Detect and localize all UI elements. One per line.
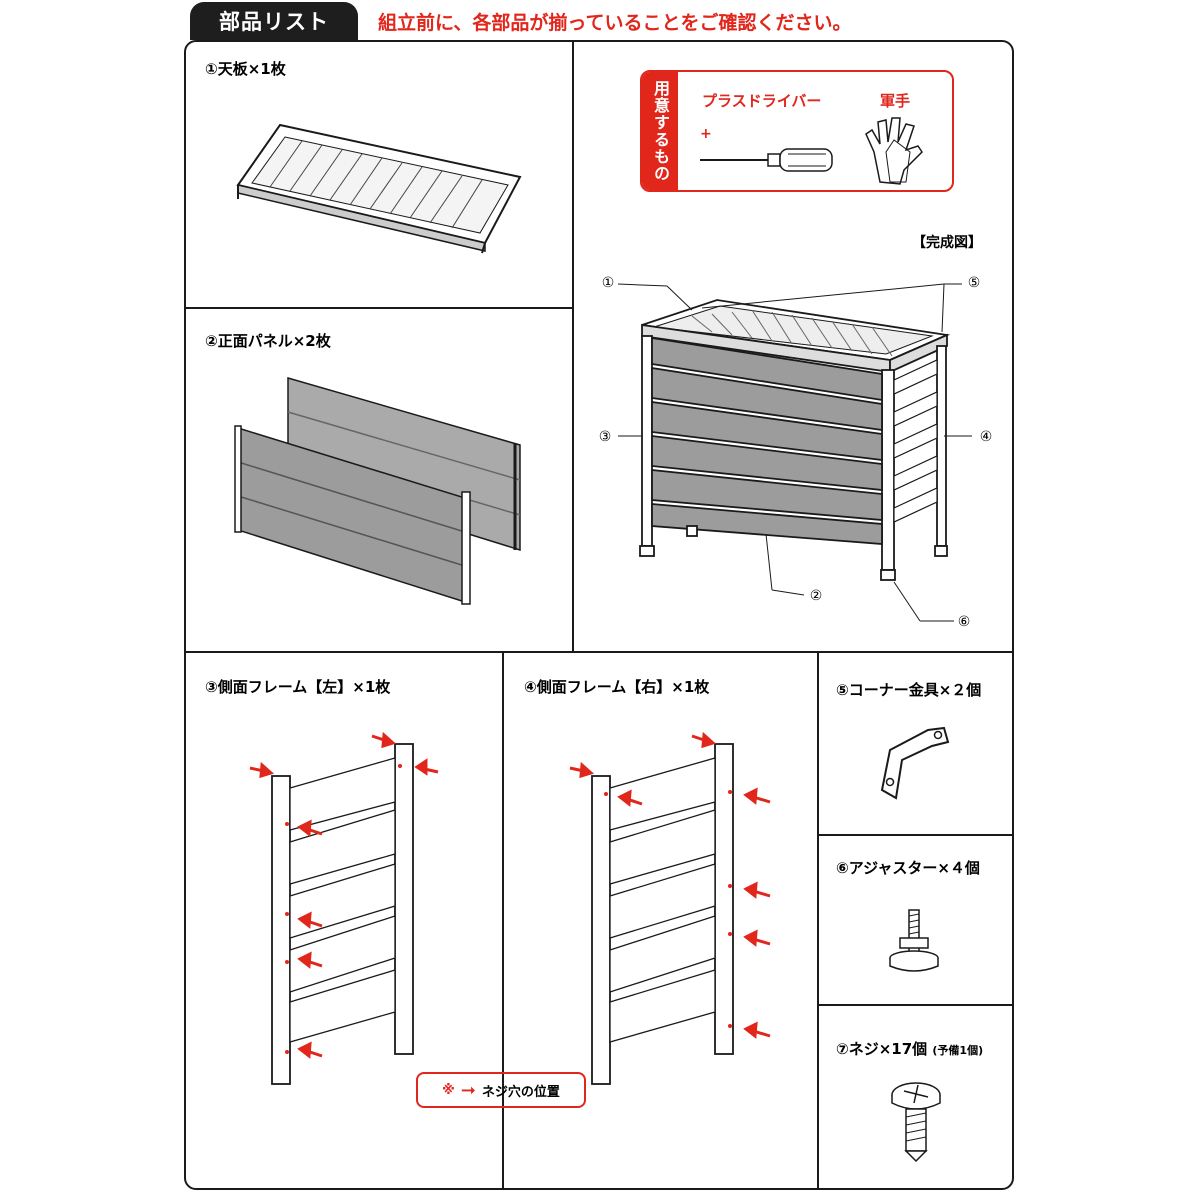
part7-spare-note: (予備1個) (932, 1044, 984, 1057)
part4-label: ④側面フレーム【右】×1枚 (524, 678, 710, 696)
plus-symbol: + (700, 126, 712, 142)
part1-label: ①天板×1枚 (205, 60, 286, 78)
callout-1: ① (601, 275, 615, 291)
right-side-frame-illustration (569, 731, 771, 1085)
top-board-illustration (236, 123, 522, 254)
callout-4: ④ (979, 429, 993, 445)
part5-label: ⑤コーナー金具×２個 (836, 681, 982, 699)
part6-label: ⑥アジャスター×４個 (836, 859, 980, 877)
screw-hole-legend: ※ ➞ ネジ穴の位置 (416, 1072, 586, 1108)
callout-6: ⑥ (957, 614, 971, 630)
red-arrow-icon: ➞ (460, 1079, 476, 1101)
assembly-illustration (617, 283, 972, 622)
completed-figure-title: 【完成図】 (912, 235, 982, 251)
screwdriver-icon (700, 148, 833, 172)
callout-5: ⑤ (967, 275, 981, 291)
tools-needed-label: 用意するもの (642, 72, 678, 190)
screwdriver-label: プラスドライバー (702, 92, 822, 110)
callout-3: ③ (598, 429, 612, 445)
legend-mark: ※ (442, 1082, 455, 1098)
parts-list-tab: 部品リスト (190, 2, 358, 40)
tools-needed-box: 用意するもの (640, 70, 954, 192)
part3-label: ③側面フレーム【左】×1枚 (205, 678, 391, 696)
corner-bracket-icon (880, 726, 950, 800)
part7-label: ⑦ネジ×17個 (予備1個) (836, 1038, 983, 1059)
glove-icon (865, 117, 923, 185)
adjuster-icon (889, 909, 939, 972)
gloves-label: 軍手 (880, 92, 911, 110)
left-side-frame-illustration (249, 731, 439, 1085)
front-panels-illustration (234, 377, 521, 605)
screw-icon (891, 1082, 941, 1163)
parts-frame (184, 40, 1014, 1190)
header-note: 組立前に、各部品が揃っていることをご確認ください。 (378, 12, 852, 34)
callout-2: ② (809, 588, 823, 604)
part7-text: ⑦ネジ×17個 (836, 1040, 928, 1058)
legend-text: ネジ穴の位置 (481, 1084, 560, 1100)
part2-label: ②正面パネル×2枚 (205, 332, 331, 350)
